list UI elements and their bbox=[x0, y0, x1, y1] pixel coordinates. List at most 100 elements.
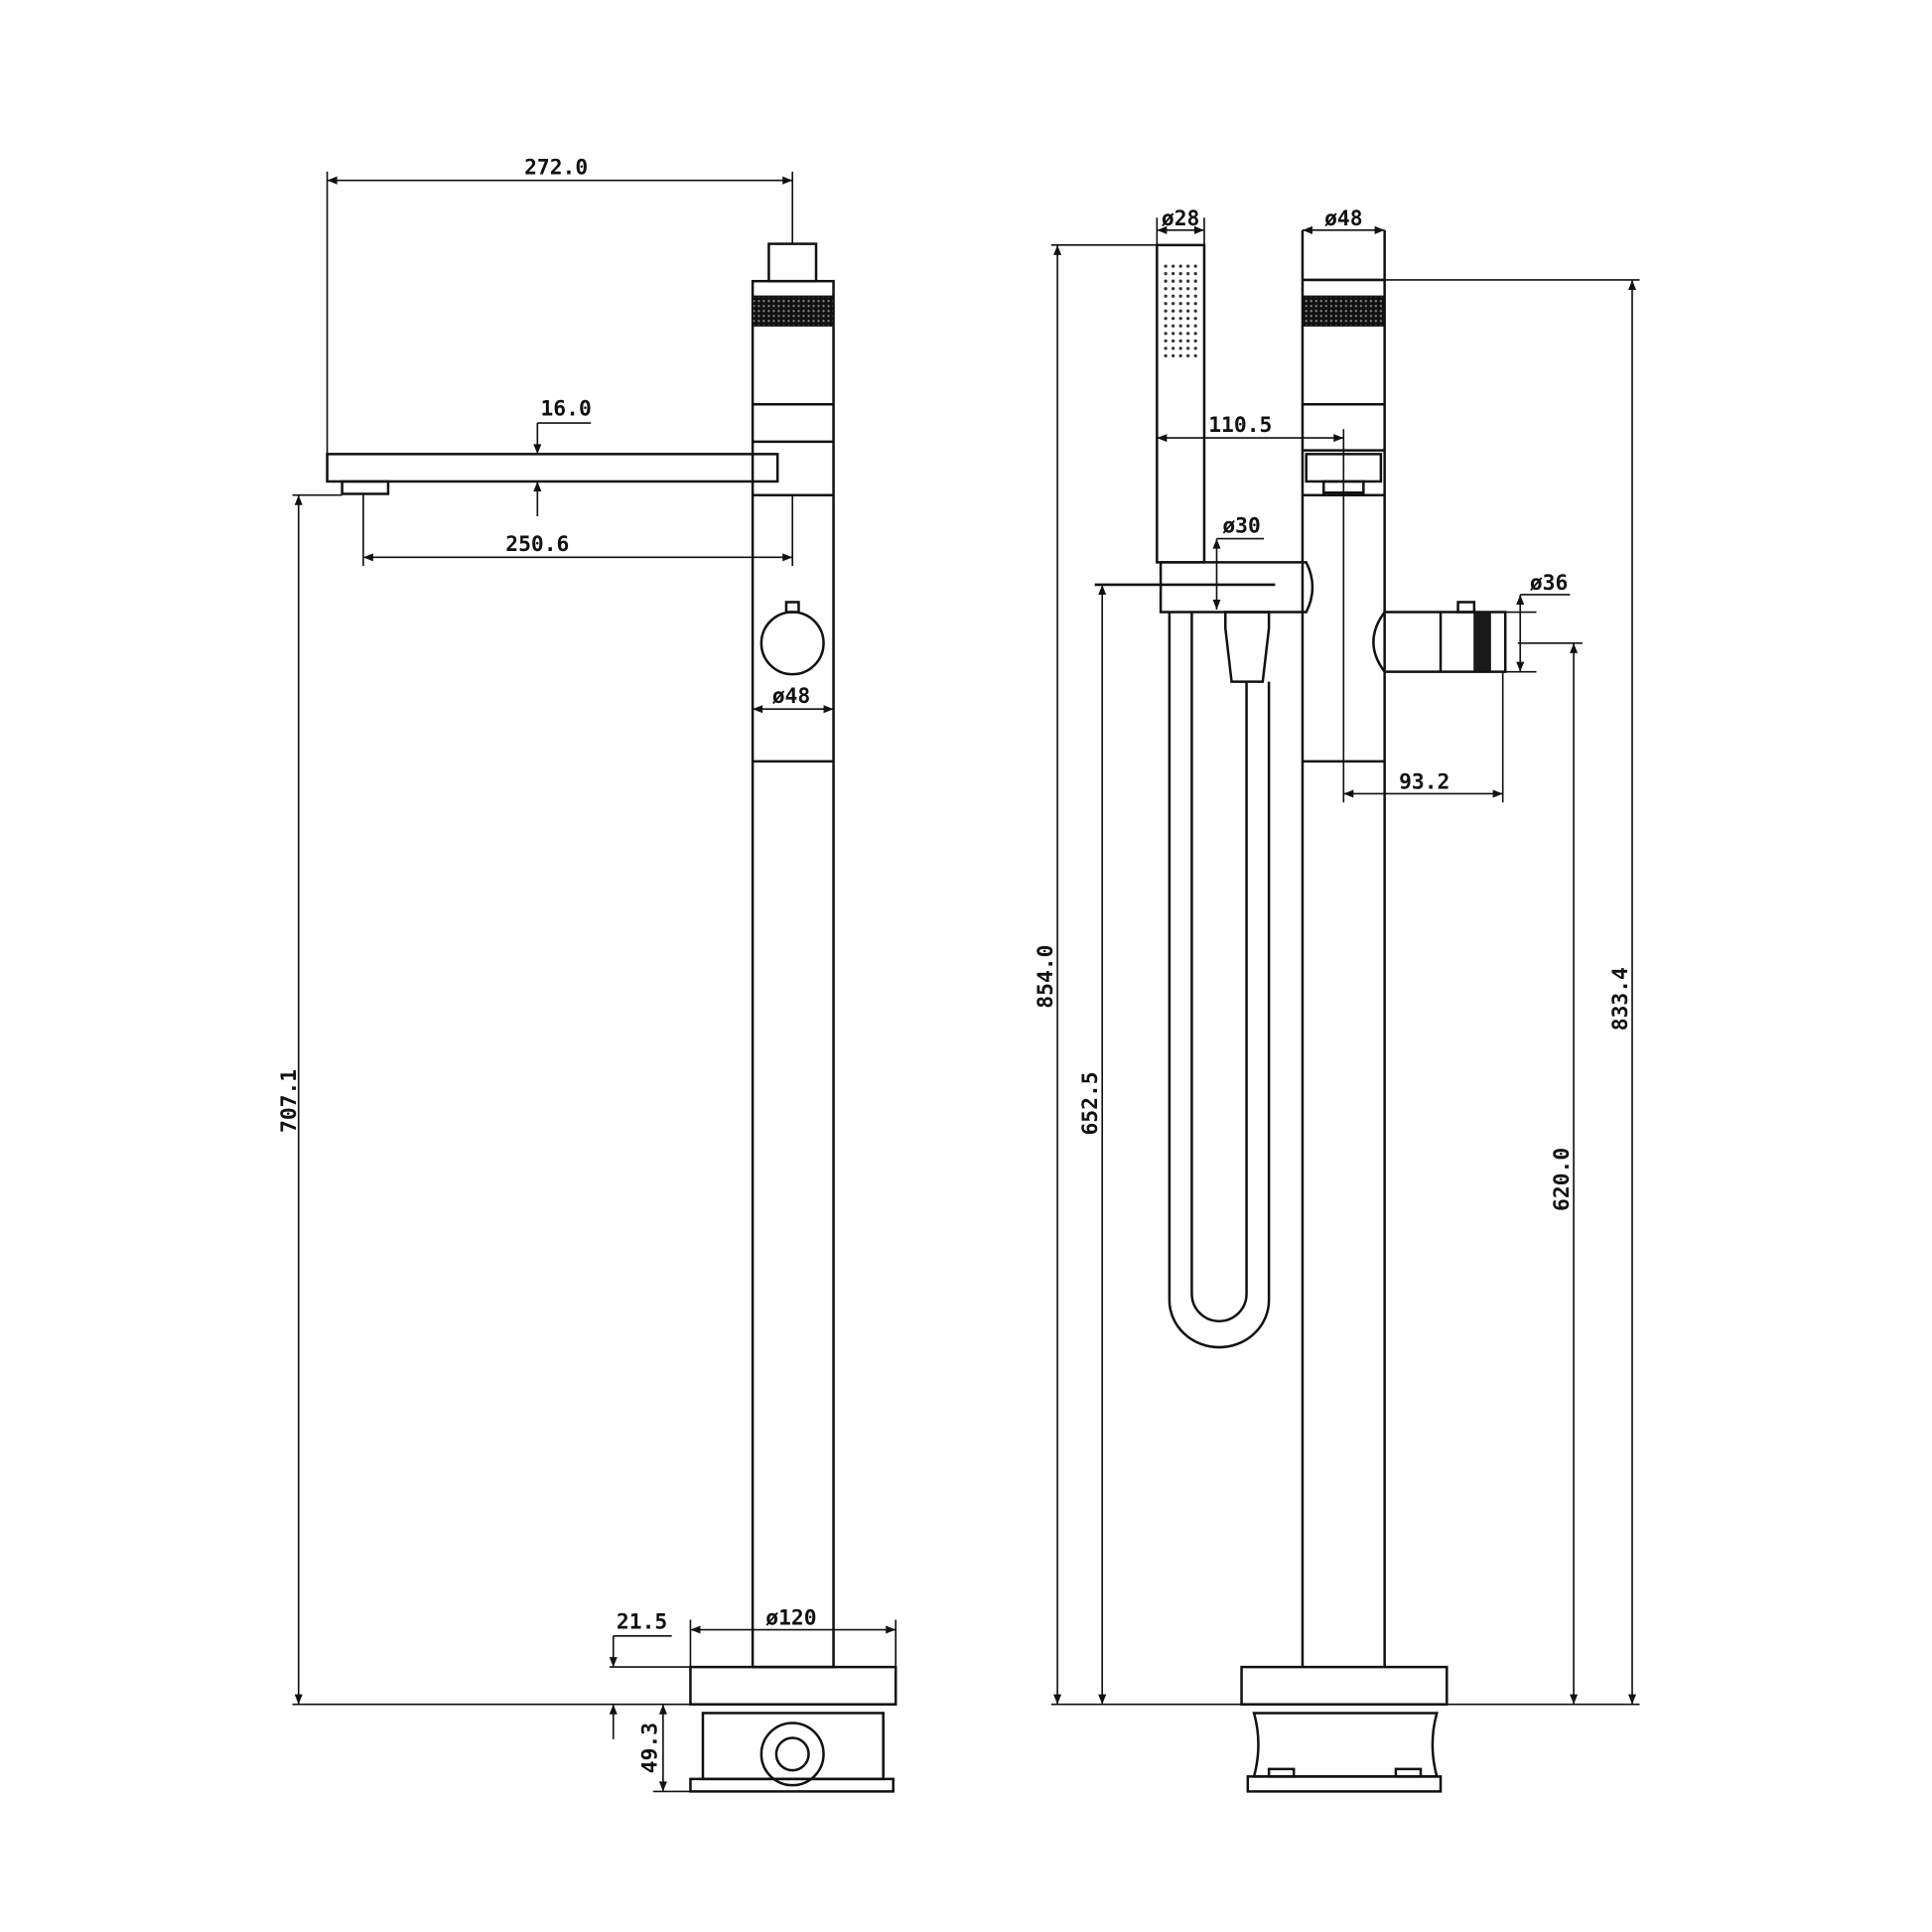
nozzle-dot bbox=[1164, 339, 1168, 343]
nozzle-dot bbox=[1178, 332, 1182, 336]
nozzle-dot bbox=[1186, 346, 1190, 350]
nozzle-dot bbox=[1186, 287, 1190, 291]
nozzle-dot bbox=[1164, 272, 1168, 276]
nozzle-dot bbox=[1178, 346, 1182, 350]
dim-d30: ø30 bbox=[1212, 513, 1265, 610]
nozzle-dot bbox=[1193, 287, 1197, 291]
nozzle-dot bbox=[1172, 332, 1175, 336]
nozzle-dot bbox=[1172, 353, 1175, 358]
nozzle-dot bbox=[1193, 309, 1197, 313]
dim-620: 620.0 bbox=[1517, 642, 1583, 1705]
dim-49-3: 49.3 bbox=[638, 1704, 691, 1793]
nozzle-dot bbox=[1172, 279, 1175, 283]
dim-707-1: 707.1 bbox=[277, 493, 691, 1706]
nozzle-dot bbox=[1172, 309, 1175, 313]
nozzle-dot bbox=[1172, 302, 1175, 306]
dim-label: 49.3 bbox=[638, 1723, 663, 1773]
nozzle-dot bbox=[1193, 264, 1197, 268]
dim-label: ø48 bbox=[1324, 207, 1362, 231]
dim-d28: ø28 bbox=[1156, 207, 1205, 245]
faucet-front-body bbox=[1240, 229, 1507, 1793]
dim-272: 272.0 bbox=[326, 155, 794, 455]
nozzle-dot bbox=[1186, 309, 1190, 313]
dim-side-d48: ø48 bbox=[753, 684, 834, 714]
dim-21-5: 21.5 bbox=[609, 1609, 691, 1739]
nozzle-dot bbox=[1186, 264, 1190, 268]
dim-front-d48: ø48 bbox=[1302, 207, 1385, 234]
nozzle-dot bbox=[1186, 324, 1190, 328]
nozzle-dot bbox=[1172, 272, 1175, 276]
dim-833-4: 833.4 bbox=[1384, 279, 1640, 1705]
nozzle-dot bbox=[1172, 294, 1175, 298]
nozzle-dot bbox=[1178, 287, 1182, 291]
dim-label: ø30 bbox=[1222, 513, 1260, 538]
nozzle-dot bbox=[1178, 272, 1182, 276]
nozzle-dot bbox=[1172, 339, 1175, 343]
nozzle-dot bbox=[1186, 272, 1190, 276]
dim-label: 250.6 bbox=[505, 532, 569, 557]
nozzle-dot bbox=[1164, 309, 1168, 313]
nozzle-dot bbox=[1172, 346, 1175, 350]
spray-nozzles bbox=[1164, 264, 1197, 358]
nozzle-dot bbox=[1172, 287, 1175, 291]
nozzle-dot bbox=[1178, 279, 1182, 283]
nozzle-dot bbox=[1193, 346, 1197, 350]
nozzle-dot bbox=[1172, 264, 1175, 268]
dim-label: 707.1 bbox=[277, 1069, 302, 1133]
dim-label: 110.5 bbox=[1208, 413, 1272, 438]
dim-854: 854.0 bbox=[1034, 244, 1640, 1706]
nozzle-dot bbox=[1193, 353, 1197, 358]
nozzle-dot bbox=[1186, 279, 1190, 283]
dim-label: 16.0 bbox=[540, 397, 591, 422]
nozzle-dot bbox=[1186, 353, 1190, 358]
nozzle-dot bbox=[1178, 353, 1182, 358]
dim-label: 272.0 bbox=[524, 155, 588, 180]
nozzle-dot bbox=[1193, 279, 1197, 283]
dim-d120: ø120 bbox=[689, 1605, 897, 1668]
nozzle-dot bbox=[1164, 324, 1168, 328]
nozzle-dot bbox=[1193, 294, 1197, 298]
dim-label: 620.0 bbox=[1550, 1148, 1575, 1211]
side-view: 272.0 16.0 250.6 ø48 ø120 bbox=[277, 155, 897, 1793]
dim-250-6: 250.6 bbox=[362, 493, 794, 567]
nozzle-dot bbox=[1193, 339, 1197, 343]
nozzle-dot bbox=[1178, 309, 1182, 313]
dim-label: 93.2 bbox=[1399, 769, 1449, 794]
dim-label: 854.0 bbox=[1034, 945, 1058, 1009]
nozzle-dot bbox=[1186, 332, 1190, 336]
nozzle-dot bbox=[1164, 353, 1168, 358]
nozzle-dot bbox=[1186, 339, 1190, 343]
dim-label: ø36 bbox=[1530, 571, 1568, 596]
dim-label: ø48 bbox=[772, 684, 810, 709]
nozzle-dot bbox=[1193, 324, 1197, 328]
nozzle-dot bbox=[1178, 339, 1182, 343]
nozzle-dot bbox=[1164, 332, 1168, 336]
front-view: ø28 ø48 110.5 ø30 ø36 93.2 bbox=[1034, 207, 1640, 1793]
nozzle-dot bbox=[1164, 279, 1168, 283]
dim-label: ø28 bbox=[1162, 207, 1199, 231]
dim-16: 16.0 bbox=[533, 397, 592, 517]
nozzle-dot bbox=[1164, 302, 1168, 306]
nozzle-dot bbox=[1186, 302, 1190, 306]
nozzle-dot bbox=[1178, 317, 1182, 321]
dim-110-5: 110.5 bbox=[1157, 413, 1344, 443]
nozzle-dot bbox=[1178, 302, 1182, 306]
faucet-side-body bbox=[326, 242, 897, 1793]
nozzle-dot bbox=[1193, 332, 1197, 336]
nozzle-dot bbox=[1164, 317, 1168, 321]
nozzle-dot bbox=[1164, 287, 1168, 291]
nozzle-dot bbox=[1178, 264, 1182, 268]
nozzle-dot bbox=[1178, 324, 1182, 328]
nozzle-dot bbox=[1172, 317, 1175, 321]
dim-label: 652.5 bbox=[1078, 1071, 1103, 1135]
nozzle-dot bbox=[1164, 346, 1168, 350]
nozzle-dot bbox=[1186, 294, 1190, 298]
nozzle-dot bbox=[1164, 264, 1168, 268]
nozzle-dot bbox=[1164, 294, 1168, 298]
dim-d36: ø36 bbox=[1505, 571, 1571, 673]
nozzle-dot bbox=[1193, 317, 1197, 321]
dim-652-5: 652.5 bbox=[1078, 584, 1107, 1705]
nozzle-dot bbox=[1172, 324, 1175, 328]
nozzle-dot bbox=[1193, 272, 1197, 276]
